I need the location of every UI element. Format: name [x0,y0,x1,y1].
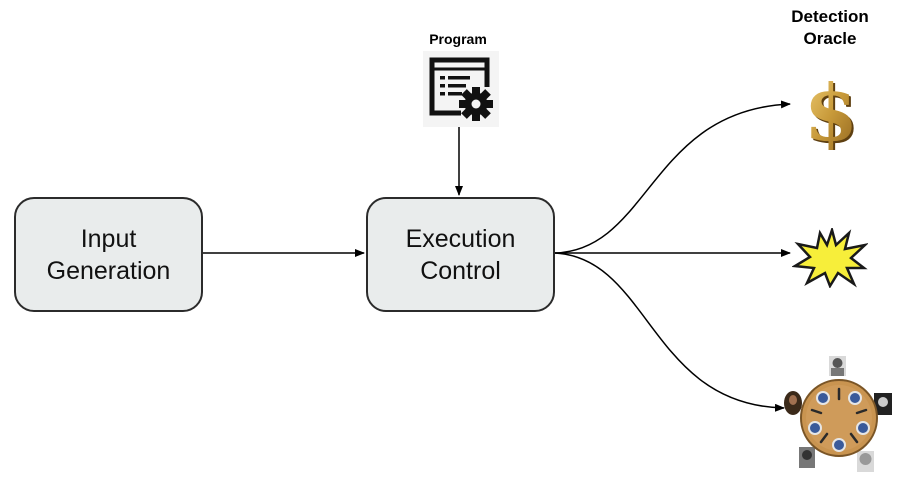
input-generation-label-line1: Input [80,224,137,253]
arrow-execution-to-deadlock [554,252,785,412]
crash-explosion-icon [792,228,868,288]
program-settings-icon [423,51,499,127]
execution-control-box: Execution Control [366,197,555,312]
detection-oracle-title: Detection Oracle [760,6,900,50]
detection-oracle-title-line2: Oracle [803,29,857,48]
input-generation-box: Input Generation [14,197,203,312]
arrow-execution-to-dollar [554,100,791,254]
svg-text:$: $ [806,70,860,150]
execution-control-label-line1: Execution [405,224,516,253]
svg-text:$: $ [804,70,858,150]
execution-control-label-line2: Control [420,256,501,285]
detection-oracle-title-line1: Detection [791,7,869,26]
dining-philosophers-icon [784,356,892,472]
input-generation-label-line2: Generation [46,256,171,285]
dollar-sign-icon: $ $ [804,70,860,150]
program-label: Program [429,31,487,47]
